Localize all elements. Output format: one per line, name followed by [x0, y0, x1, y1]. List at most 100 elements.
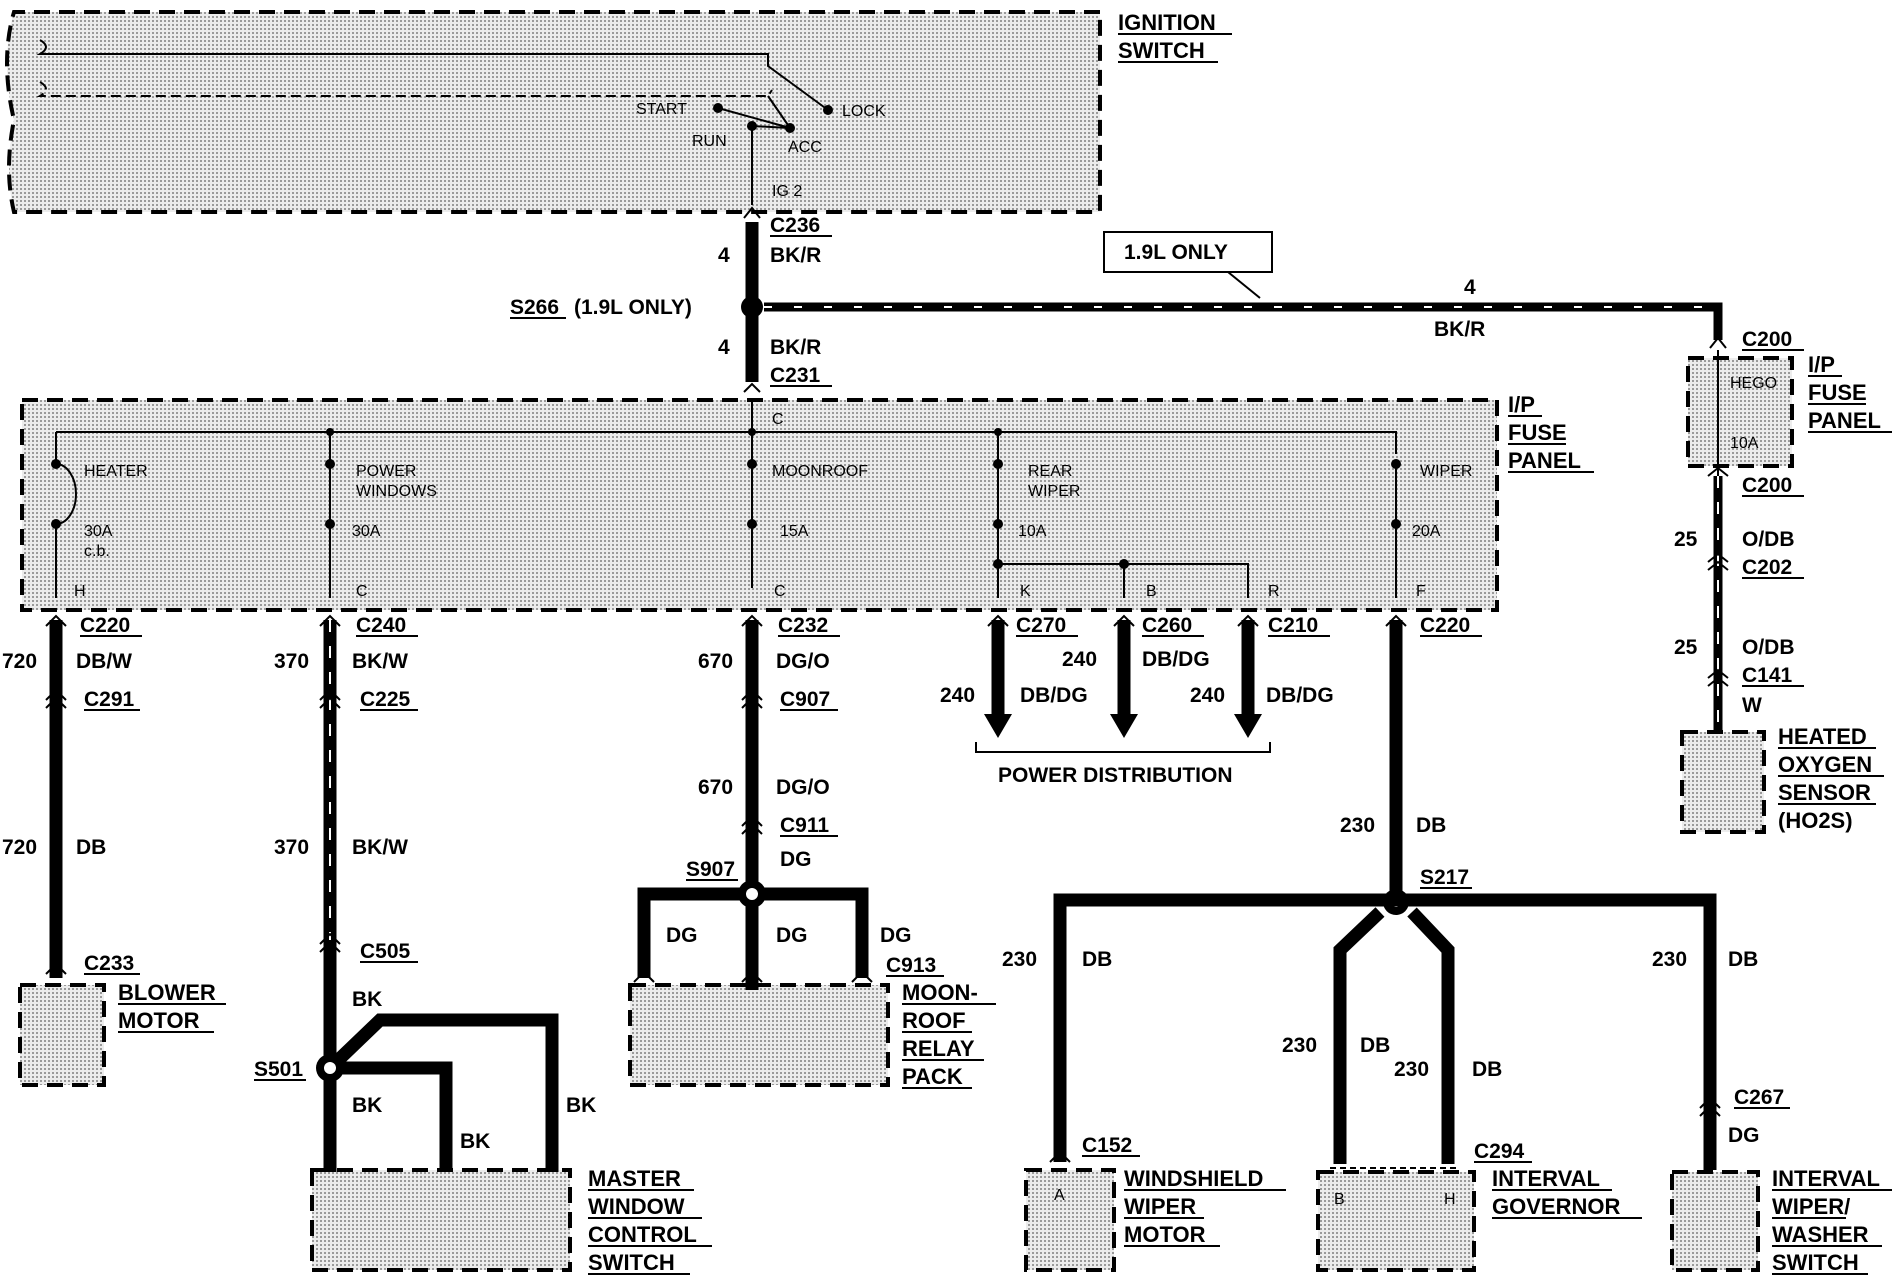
- fuses-heater-rating-label: 30A: [84, 523, 113, 540]
- components-interval-wiper-2-label: WASHER: [1772, 1222, 1869, 1247]
- connectors-c233-label: C233: [84, 952, 134, 975]
- connectors-c225-label: C225: [360, 688, 411, 711]
- connectors-c907-label: C907: [780, 688, 830, 711]
- components-master-window-2-label: CONTROL: [588, 1222, 697, 1247]
- fuses-moonroof-top-pin-label: C: [772, 411, 784, 428]
- power-window-circuit: [316, 614, 559, 1172]
- components-moonroof-relay-0-label: MOON-: [902, 980, 978, 1005]
- start-contact: [713, 103, 723, 113]
- fuses-moonroof-rating-label: 15A: [780, 523, 809, 540]
- components-ip-fuse-panel-1-label: FUSE: [1508, 420, 1567, 445]
- interval-wiper-box: [1670, 1170, 1760, 1272]
- heated-oxygen-box: [1680, 730, 1766, 834]
- wires-pw-1-color-label: BK/W: [352, 650, 408, 673]
- fuses-rear-wiper-pins-1-label: B: [1146, 583, 1157, 600]
- connectors-c152-label: C152: [1082, 1134, 1132, 1157]
- wires-pw-3-color-label: BK: [352, 988, 382, 1011]
- components-moonroof-relay-2-label: RELAY: [902, 1036, 975, 1061]
- components-ip-fuse-panel-2-label: PANEL: [1508, 448, 1581, 473]
- fuses-rear-wiper-pins-2-label: R: [1268, 583, 1280, 600]
- wires-pd-2-circuit-label: 240: [1062, 648, 1097, 671]
- wires-hego-3-color-label: W: [1742, 694, 1762, 717]
- switch-positions-acc-label: ACC: [788, 139, 822, 156]
- windshield-wiper-box: [1024, 1168, 1116, 1272]
- wires-mr-1-color-label: DG/O: [776, 650, 830, 673]
- fuses-heater-pin-label: H: [74, 583, 86, 600]
- wires-pd-3-circuit-label: 240: [1190, 684, 1225, 707]
- wires-heater-2-color-label: DB: [76, 836, 106, 859]
- components-interval-governor-1-label: GOVERNOR: [1492, 1194, 1620, 1219]
- connectors-c236-label: C236: [770, 214, 820, 237]
- switch-positions-run-label: RUN: [692, 133, 727, 150]
- wires-mr-1-circuit-label: 670: [698, 650, 733, 673]
- wires-ign-top-color-label: BK/R: [770, 244, 821, 267]
- components-master-window-3-label: SWITCH: [588, 1250, 675, 1275]
- wires-wp-3-circuit-label: 230: [1282, 1034, 1317, 1057]
- wires-pd-2-color-label: DB/DG: [1142, 648, 1210, 671]
- wires-right-run-circuit-label: 4: [1464, 276, 1476, 299]
- connectors-c200a-label: C200: [1742, 328, 1792, 351]
- fuses-hego-rating-label: 10A: [1730, 435, 1759, 452]
- fuses-power-windows-pin-label: C: [356, 583, 368, 600]
- ignition-switch-internals: START LOCK RUN ACC IG 2: [36, 39, 886, 205]
- fuse-panel-internals: [51, 428, 1401, 598]
- wires-ign-bottom-color-label: BK/R: [770, 336, 821, 359]
- components-ip-fuse-panel-small-1-label: FUSE: [1808, 380, 1867, 405]
- wires-wp-2-circuit-label: 230: [1002, 948, 1037, 971]
- components-blower-motor-1-label: MOTOR: [118, 1008, 200, 1033]
- wires-heater-2-circuit-label: 720: [2, 836, 37, 859]
- connectors-c220b-label: C220: [1420, 614, 1470, 637]
- wires-right-run-color-label: BK/R: [1434, 318, 1485, 341]
- wires-pw-6-color-label: BK: [566, 1094, 596, 1117]
- ip-fuse-panel-small-label: I/P FUSE PANEL: [1808, 352, 1892, 433]
- fuses-rear-wiper-rating-label: 10A: [1018, 523, 1047, 540]
- fuses-moonroof-pin-label: C: [774, 583, 786, 600]
- fuses-wiper-rating-label: 20A: [1412, 523, 1441, 540]
- fuses-rear-wiper-name-0-label: REAR: [1028, 463, 1072, 480]
- wires-wp-1-circuit-label: 230: [1340, 814, 1375, 837]
- pins-wiper-motor-label: A: [1054, 1187, 1065, 1204]
- wires-wp-2-color-label: DB: [1082, 948, 1112, 971]
- ignition-switch-box: [5, 10, 1102, 214]
- master-window-box: [310, 1168, 572, 1272]
- components-interval-governor-0-label: INTERVAL: [1492, 1166, 1600, 1191]
- wires-mr-2-color-label: DG/O: [776, 776, 830, 799]
- connectors-c911-label: C911: [780, 814, 829, 837]
- fuses-power-windows-name-1-label: WINDOWS: [356, 483, 437, 500]
- wires-hego-1-circuit-label: 25: [1674, 528, 1698, 551]
- wires-wp-3-color-label: DB: [1360, 1034, 1390, 1057]
- connectors-c291-label: C291: [84, 688, 135, 711]
- power-distribution-label: POWER DISTRIBUTION: [998, 764, 1233, 787]
- components-master-window-1-label: WINDOW: [588, 1194, 685, 1219]
- wires-hego-2-color-label: O/DB: [1742, 636, 1795, 659]
- connectors-c202-label: C202: [1742, 556, 1792, 579]
- heated-oxygen-label: HEATED OXYGEN SENSOR (HO2S): [1778, 724, 1884, 833]
- wires-pw-2-circuit-label: 370: [274, 836, 309, 859]
- connectors-c220a-label: C220: [80, 614, 130, 637]
- splices-s266-id-label: S266: [510, 296, 559, 319]
- components-ip-fuse-panel-0-label: I/P: [1508, 392, 1535, 417]
- components-ip-fuse-panel-small-2-label: PANEL: [1808, 408, 1881, 433]
- connectors-c141-label: C141: [1742, 664, 1793, 687]
- ip-fuse-panel-small-box: [1686, 356, 1794, 468]
- components-heated-oxygen-3-label: (HO2S): [1778, 808, 1853, 833]
- moonroof-circuit: [633, 614, 873, 990]
- connectors-c200b-label: C200: [1742, 474, 1792, 497]
- ip-fuse-panel-box: [20, 398, 1499, 612]
- blower-motor-label: BLOWER MOTOR: [118, 980, 226, 1033]
- pins-gov-b-label: B: [1334, 1191, 1345, 1208]
- connectors-c232-label: C232: [778, 614, 828, 637]
- heater-circuit: [45, 614, 67, 978]
- fuses-moonroof-name-label: MOONROOF: [772, 463, 868, 480]
- pins-gov-h-label: H: [1444, 1191, 1456, 1208]
- acc-contact: [785, 123, 795, 133]
- wires-wp-6-color-label: DG: [1728, 1124, 1760, 1147]
- connectors-c260-label: C260: [1142, 614, 1192, 637]
- components-windshield-wiper-1-label: WIPER: [1124, 1194, 1196, 1219]
- wires-wp-4-circuit-label: 230: [1394, 1058, 1429, 1081]
- wires-ign-top-circuit-label: 4: [718, 244, 730, 267]
- connectors-c270-label: C270: [1016, 614, 1066, 637]
- wires-wp-1-color-label: DB: [1416, 814, 1446, 837]
- lock-contact: [823, 105, 833, 115]
